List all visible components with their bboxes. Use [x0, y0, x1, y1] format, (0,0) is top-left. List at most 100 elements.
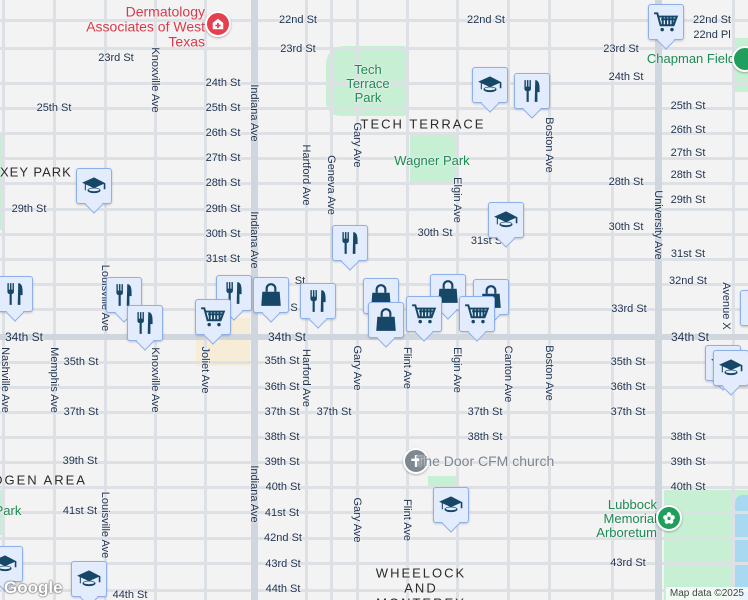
- street-label: 37th St: [467, 406, 503, 418]
- graduation-cap-icon: [493, 207, 519, 233]
- shopping-cart-icon: [411, 301, 437, 327]
- street-label: 43rd St: [265, 558, 301, 570]
- fork-knife-icon: [132, 310, 158, 336]
- neighborhood-tech-terrace: TECH TERRACE: [360, 116, 486, 132]
- street-line: [0, 258, 748, 261]
- street-label: 25th St: [205, 102, 241, 114]
- street-label: 41st St: [62, 505, 98, 517]
- grocery-marker[interactable]: [195, 299, 231, 335]
- street-label: 44th St: [112, 589, 148, 600]
- street-label: 25th St: [36, 102, 72, 114]
- shopping-bag-icon: [373, 307, 399, 333]
- restaurant-marker[interactable]: [127, 305, 163, 341]
- street-line: [0, 511, 748, 514]
- major-road-line: [655, 0, 662, 600]
- street-label: 38th St: [670, 431, 706, 443]
- avenue-label: Elgin Ave: [451, 347, 463, 393]
- street-label: 30th St: [205, 228, 241, 240]
- park-label-chapman-field[interactable]: Chapman Field: [646, 51, 736, 66]
- avenue-label: Indiana Ave: [248, 465, 260, 523]
- restaurant-marker[interactable]: [106, 277, 142, 313]
- school-marker[interactable]: [71, 561, 107, 597]
- grocery-marker[interactable]: [459, 296, 495, 332]
- avenue-label: Hartford Ave: [300, 144, 312, 206]
- grocery-marker[interactable]: [406, 296, 442, 332]
- street-label: 22nd St: [279, 14, 317, 26]
- restaurant-marker[interactable]: [740, 290, 748, 326]
- google-logo[interactable]: Google: [4, 578, 63, 597]
- street-label: 29th St: [670, 194, 706, 206]
- avenue-line: [732, 0, 735, 600]
- street-label: 22nd Pl: [693, 29, 731, 41]
- street-label: 39th St: [62, 455, 98, 467]
- poi-label-church[interactable]: The Door CFM church: [415, 453, 555, 469]
- park-label-wagner[interactable]: Wagner Park: [394, 153, 470, 168]
- park-label-arboretum[interactable]: Lubbock Memorial Arboretum: [596, 497, 657, 540]
- street-line: [0, 589, 748, 592]
- street-label: 22nd St: [693, 14, 731, 26]
- street-label: 29th St: [11, 203, 47, 215]
- school-marker[interactable]: [472, 67, 508, 103]
- restaurant-marker[interactable]: [514, 73, 550, 109]
- avenue-label: Flint Ave: [401, 347, 413, 389]
- street-label: 29th St: [205, 203, 241, 215]
- shopping-bag-icon: [258, 282, 284, 308]
- school-marker[interactable]: [488, 202, 524, 238]
- avenue-label: Joliet Ave: [199, 346, 211, 394]
- restaurant-marker[interactable]: [0, 276, 33, 312]
- fork-knife-icon: [2, 281, 28, 307]
- shopping-cart-icon: [653, 9, 679, 35]
- street-label: 30th St: [417, 227, 453, 239]
- shopping-marker[interactable]: [368, 302, 404, 338]
- fork-knife-icon: [519, 78, 545, 104]
- grocery-marker[interactable]: [648, 4, 684, 40]
- neighborhood-maxey-park: XEY PARK: [0, 164, 72, 180]
- avenue-line: [356, 0, 359, 600]
- park-label-tech-terrace[interactable]: Tech Terrace Park: [346, 62, 390, 105]
- hospital-icon[interactable]: [205, 11, 231, 37]
- restaurant-marker[interactable]: [332, 225, 368, 261]
- avenue-label: Knoxville Ave: [149, 47, 161, 113]
- poi-label-dermatology[interactable]: Dermatology Associates of West Texas: [86, 3, 205, 50]
- street-label: 37th St: [610, 406, 646, 418]
- avenue-label: Knoxville Ave: [149, 347, 161, 413]
- restaurant-marker[interactable]: [300, 283, 336, 319]
- street-label: 34th St: [670, 330, 710, 344]
- street-line: [0, 537, 748, 540]
- neighborhood-ogden-area: DGEN AREA: [0, 472, 87, 488]
- avenue-line: [611, 0, 614, 600]
- graduation-cap-icon: [0, 551, 18, 577]
- street-line: [0, 361, 748, 364]
- shopping-marker[interactable]: [253, 277, 289, 313]
- park-label-ogden[interactable]: Park: [0, 503, 22, 518]
- shopping-cart-icon: [200, 304, 226, 330]
- street-label: 27th St: [670, 147, 706, 159]
- street-line: [0, 182, 748, 185]
- street-label: 33rd St: [611, 303, 647, 315]
- school-marker[interactable]: [0, 546, 23, 582]
- street-label: 42nd St: [264, 532, 302, 544]
- avenue-label: University Ave: [652, 190, 664, 260]
- street-label: 26th St: [670, 124, 706, 136]
- street-label: 36th St: [610, 381, 646, 393]
- graduation-cap-icon: [718, 355, 744, 381]
- street-label: 37th St: [63, 406, 99, 418]
- street-line: [0, 82, 748, 85]
- street-label: 35th St: [63, 356, 99, 368]
- school-marker[interactable]: [713, 350, 748, 386]
- street-label: 38th St: [467, 431, 503, 443]
- church-icon[interactable]: [403, 448, 429, 474]
- map-attribution[interactable]: Map data ©2025: [665, 587, 748, 600]
- street-label: 37th St: [264, 406, 300, 418]
- street-label: 35th St: [610, 356, 646, 368]
- graduation-cap-icon: [81, 173, 107, 199]
- street-label: 23rd St: [280, 43, 316, 55]
- avenue-label: Nashville Ave: [0, 347, 11, 413]
- park-pin-icon[interactable]: [732, 46, 748, 72]
- avenue-label: Boston Ave: [543, 117, 555, 173]
- school-marker[interactable]: [433, 487, 469, 523]
- street-label: 28th St: [608, 176, 644, 188]
- arboretum-flower-icon[interactable]: [656, 505, 682, 531]
- school-marker[interactable]: [76, 168, 112, 204]
